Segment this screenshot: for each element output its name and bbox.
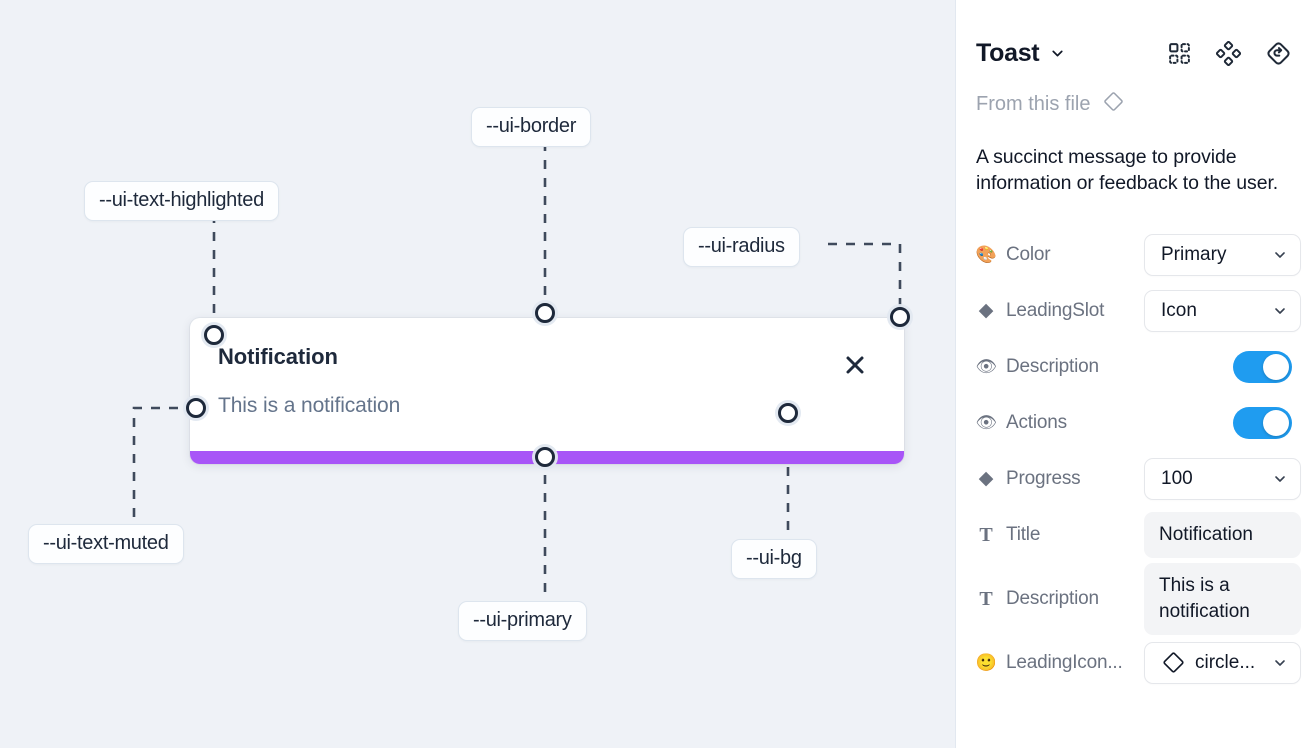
leadingicon-select-value: circle...	[1195, 651, 1256, 673]
leadingslot-select-value: Icon	[1161, 299, 1197, 321]
annotation-pill-ui-border[interactable]: --ui-border	[471, 107, 592, 147]
property-control: This is a notification	[1144, 562, 1301, 635]
smiley-emoji-icon: 🙂	[976, 653, 997, 673]
annotation-node-ui-bg[interactable]	[778, 403, 798, 423]
property-row-color: 🎨 Color Primary	[976, 227, 1301, 283]
property-label-color: 🎨 Color	[976, 244, 1144, 266]
diamond-icon: ◆	[978, 300, 994, 322]
progress-select-value: 100	[1161, 467, 1193, 489]
from-this-file: From this file	[976, 90, 1292, 119]
annotation-node-ui-text-muted[interactable]	[186, 398, 206, 418]
toggle-knob	[1263, 353, 1289, 380]
palette-emoji-icon: 🎨	[976, 245, 997, 265]
color-select-value: Primary	[1161, 243, 1227, 265]
leadingicon-select[interactable]: circle...	[1144, 641, 1301, 684]
property-name: Title	[1006, 523, 1041, 545]
annotation-node-ui-text-highlighted[interactable]	[204, 325, 224, 345]
property-control	[1144, 406, 1292, 439]
chevron-down-icon[interactable]	[1272, 471, 1288, 487]
property-label-actions: 👁 Actions	[976, 412, 1144, 434]
property-label-leadingicon: 🙂 LeadingIcon...	[976, 652, 1144, 674]
panel-header-actions	[1167, 40, 1292, 67]
toggle-knob	[1263, 409, 1289, 436]
from-this-file-label: From this file	[976, 93, 1091, 115]
annotation-pill-ui-text-highlighted[interactable]: --ui-text-highlighted	[84, 181, 279, 221]
property-label-description: 👁 Description	[976, 356, 1144, 378]
design-canvas[interactable]: Notification This is a notification --ui…	[0, 0, 956, 748]
property-name: LeadingIcon...	[1006, 651, 1123, 673]
leadingslot-select[interactable]: Icon	[1144, 289, 1301, 332]
property-name: Actions	[1006, 411, 1067, 433]
component-description: A succinct message to provide informatio…	[976, 146, 1279, 194]
property-name: LeadingSlot	[1006, 299, 1105, 321]
annotation-pill-ui-radius[interactable]: --ui-radius	[683, 227, 800, 267]
toast-description: This is a notification	[218, 394, 401, 417]
property-control: Notification	[1144, 511, 1301, 558]
property-label-leadingslot: ◆ LeadingSlot	[976, 300, 1144, 322]
property-label-title: T Title	[976, 524, 1144, 546]
eye-emoji-icon: 👁	[976, 413, 997, 433]
annotation-node-ui-primary[interactable]	[535, 447, 555, 467]
property-label-description-text: T Description	[976, 588, 1144, 610]
component-grid-icon[interactable]	[1167, 41, 1192, 66]
property-name: Description	[1006, 355, 1099, 377]
annotation-pill-ui-bg[interactable]: --ui-bg	[731, 539, 817, 579]
chevron-down-icon[interactable]	[1272, 247, 1288, 263]
property-control: 100	[1144, 457, 1301, 500]
property-row-progress: ◆ Progress 100	[976, 451, 1301, 507]
property-label-progress: ◆ Progress	[976, 468, 1144, 490]
toast-preview-card[interactable]: Notification This is a notification	[190, 318, 904, 464]
annotation-pill-ui-primary[interactable]: --ui-primary	[458, 601, 587, 641]
chevron-down-icon[interactable]	[1272, 303, 1288, 319]
panel-header: Toast	[976, 0, 1292, 96]
reset-diamond-icon[interactable]	[1265, 40, 1292, 67]
diamond-icon: ◆	[978, 468, 994, 490]
wire-ui-radius	[828, 242, 902, 317]
property-row-description-toggle: 👁 Description	[976, 339, 1292, 395]
diamond-outline-icon	[1161, 650, 1186, 675]
color-select[interactable]: Primary	[1144, 233, 1301, 276]
panel-title: Toast	[976, 38, 1040, 67]
property-row-description-text: T Description This is a notification	[976, 562, 1301, 635]
diamond-outline-icon	[1102, 90, 1125, 119]
annotation-node-ui-radius[interactable]	[890, 307, 910, 327]
chevron-down-icon[interactable]	[1049, 45, 1066, 62]
property-name: Color	[1006, 243, 1051, 265]
title-input[interactable]: Notification	[1144, 511, 1301, 558]
close-icon[interactable]	[842, 352, 868, 378]
property-row-title: T Title Notification	[976, 507, 1301, 563]
progress-select[interactable]: 100	[1144, 457, 1301, 500]
property-control: Icon	[1144, 289, 1301, 332]
annotation-node-ui-border[interactable]	[535, 303, 555, 323]
text-type-icon: T	[979, 587, 993, 610]
property-name: Progress	[1006, 467, 1081, 489]
property-control	[1144, 350, 1292, 383]
property-control: Primary	[1144, 233, 1301, 276]
wire-ui-text-muted	[132, 406, 196, 524]
property-row-leadingicon: 🙂 LeadingIcon... circle...	[976, 635, 1301, 691]
property-control: circle...	[1144, 641, 1301, 684]
variants-diamond-icon[interactable]	[1216, 40, 1241, 66]
text-type-icon: T	[979, 523, 993, 546]
eye-emoji-icon: 👁	[976, 357, 997, 377]
actions-toggle[interactable]	[1233, 406, 1292, 439]
property-list: 🎨 Color Primary ◆ LeadingSlot	[976, 227, 1301, 691]
chevron-down-icon[interactable]	[1272, 655, 1288, 671]
property-row-actions-toggle: 👁 Actions	[976, 395, 1292, 451]
properties-panel: Toast	[956, 0, 1312, 748]
property-name: Description	[1006, 587, 1099, 609]
description-toggle[interactable]	[1233, 350, 1292, 383]
annotation-pill-ui-text-muted[interactable]: --ui-text-muted	[28, 524, 184, 564]
toast-title: Notification	[218, 344, 338, 369]
description-input[interactable]: This is a notification	[1144, 562, 1301, 635]
property-row-leadingslot: ◆ LeadingSlot Icon	[976, 283, 1301, 339]
